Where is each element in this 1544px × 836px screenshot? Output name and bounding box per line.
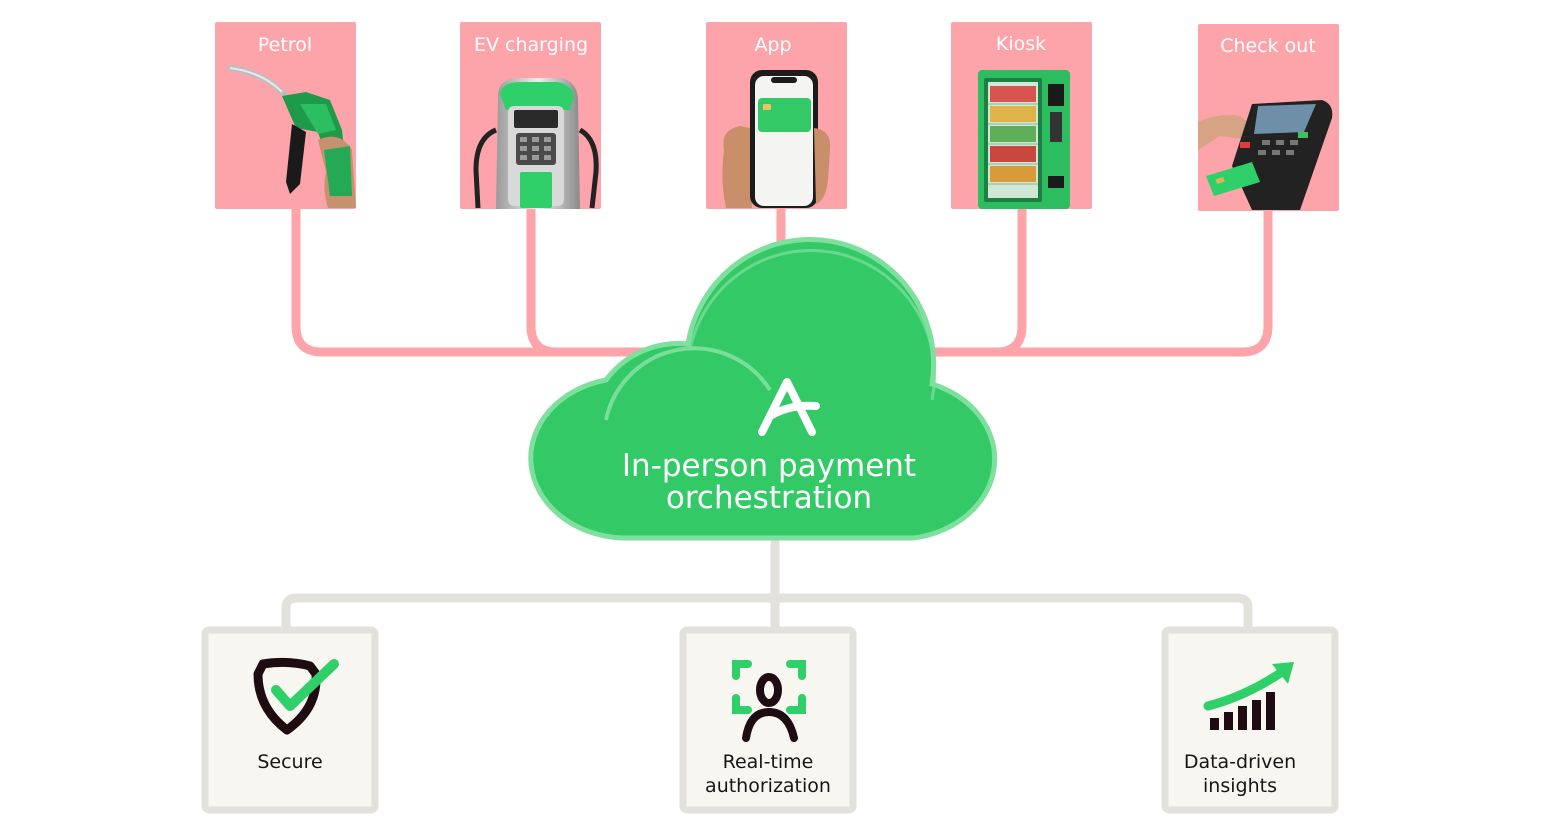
connector-petrol	[291, 203, 665, 357]
channel-label: EV charging	[474, 34, 588, 56]
orchestration-cloud[interactable]: In-person payment orchestration	[528, 236, 998, 541]
card-terminal-icon	[1198, 100, 1333, 210]
channel-card-app[interactable]: App	[706, 22, 847, 209]
benefit-label: Secure	[257, 751, 322, 773]
channel-label: Kiosk	[996, 33, 1046, 55]
fuel-nozzle-icon	[227, 65, 356, 208]
channel-card-petrol[interactable]: Petrol	[215, 22, 356, 209]
channel-card-kiosk[interactable]: Kiosk	[951, 22, 1092, 209]
benefit-label-line2: authorization	[705, 775, 831, 797]
benefit-label-line1: Real-time	[723, 751, 814, 773]
benefit-card-realtime[interactable]: Real-time authorization	[679, 626, 857, 814]
growth-chart-icon	[1203, 662, 1294, 730]
channel-label: Check out	[1220, 35, 1316, 57]
benefit-label-line1: Data-driven	[1184, 751, 1296, 773]
ev-charger-icon	[473, 78, 599, 209]
benefit-card-secure[interactable]: Secure	[201, 626, 379, 814]
benefit-label-line2: insights	[1203, 775, 1277, 797]
shield-check-icon	[253, 657, 339, 735]
channel-label: App	[754, 34, 791, 56]
channel-label: Petrol	[258, 34, 312, 56]
benefit-connectors	[281, 533, 1253, 635]
connector-checkout	[895, 205, 1273, 357]
connector-bus	[281, 593, 1253, 633]
benefit-card-insights[interactable]: Data-driven insights	[1161, 626, 1339, 814]
cloud-title-line2: orchestration	[666, 480, 872, 516]
connector-ev	[526, 203, 665, 357]
channel-card-checkout[interactable]: Check out	[1198, 24, 1339, 211]
cloud-shape	[528, 236, 998, 541]
channel-card-ev[interactable]: EV charging	[460, 22, 601, 209]
vending-machine-icon	[978, 70, 1070, 209]
face-scan-icon	[732, 660, 806, 742]
cloud-title-line1: In-person payment	[622, 448, 916, 484]
a-logo-icon	[758, 378, 820, 436]
channel-connectors	[291, 203, 1273, 357]
smartphone-icon	[722, 70, 831, 208]
